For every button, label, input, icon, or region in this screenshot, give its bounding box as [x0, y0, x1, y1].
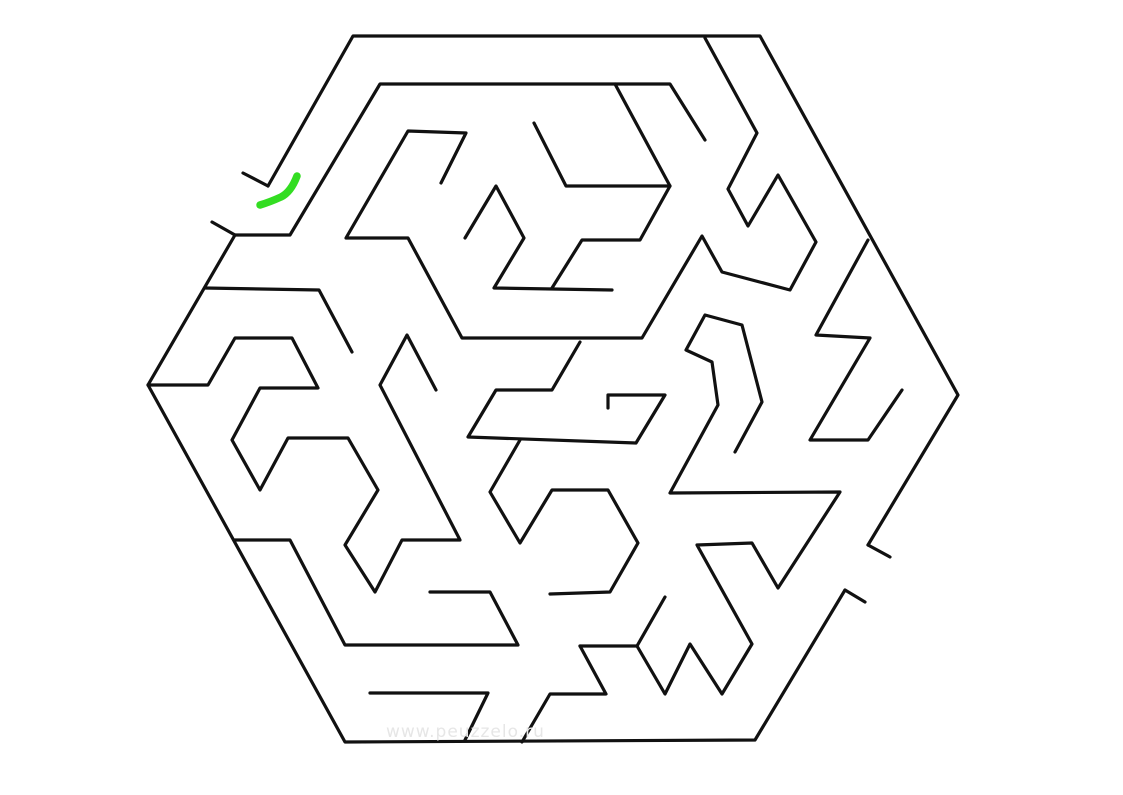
wall — [146, 333, 462, 594]
watermark-text: www.peuzzelo.ru — [386, 722, 545, 742]
wall — [466, 340, 667, 445]
wall — [520, 644, 608, 744]
solution-path-mark — [256, 172, 301, 209]
wall — [635, 313, 842, 696]
wall — [463, 184, 614, 292]
maze-walls — [146, 34, 960, 744]
wall — [532, 121, 672, 188]
outer-wall-top — [266, 34, 960, 547]
outer-wall-right-stub — [866, 543, 892, 559]
wall — [368, 691, 490, 742]
wall — [344, 36, 818, 340]
entrance-wall-stub — [241, 171, 270, 188]
wall — [808, 238, 904, 442]
wall — [488, 438, 640, 596]
outer-wall-bottom — [146, 233, 847, 744]
outer-wall-left-stub — [210, 220, 237, 237]
wall — [233, 82, 707, 237]
wall — [550, 82, 672, 290]
wall — [203, 286, 354, 354]
wall — [233, 538, 520, 647]
exit-wall-stub — [843, 588, 867, 604]
